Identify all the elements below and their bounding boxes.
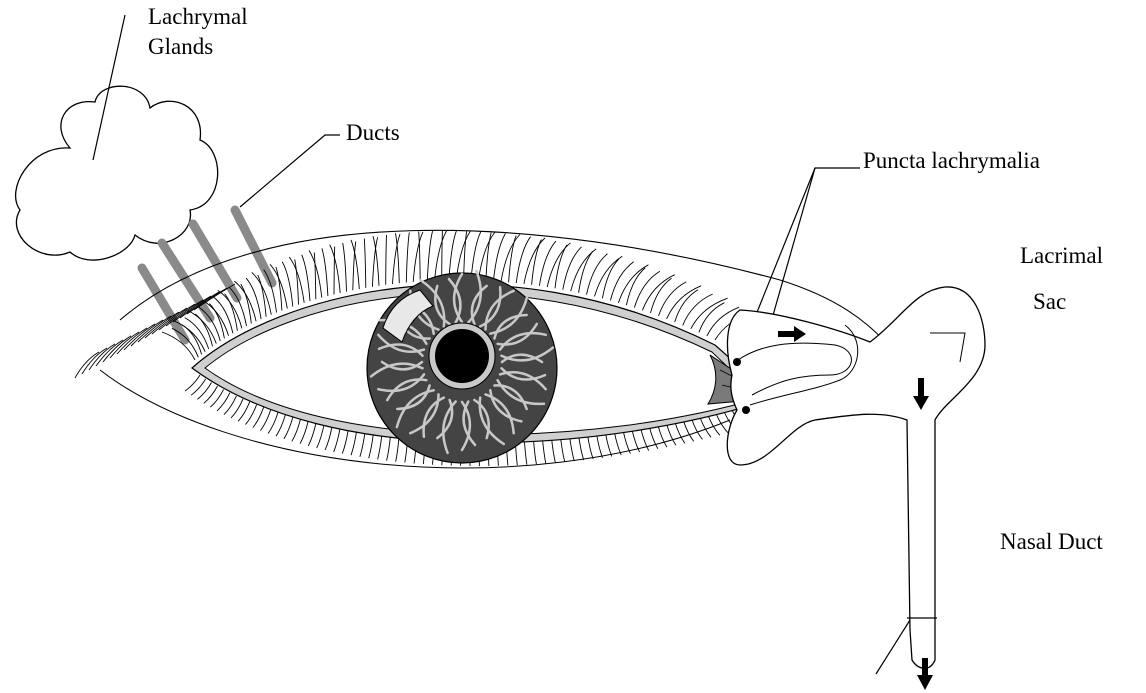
eyelash xyxy=(413,232,423,282)
eyelash xyxy=(110,332,139,358)
pupil xyxy=(435,329,489,383)
eyelash xyxy=(597,434,603,458)
lower-punctum xyxy=(742,406,750,414)
eyelash xyxy=(683,421,693,442)
eyelash xyxy=(282,262,293,307)
eyelash xyxy=(317,425,324,448)
eyelash xyxy=(602,259,619,299)
eyelash xyxy=(300,421,308,444)
eyelash xyxy=(131,320,163,346)
eyelash xyxy=(539,241,556,286)
eyelash xyxy=(360,432,365,457)
eyelash xyxy=(561,437,565,462)
eyelash xyxy=(570,436,575,461)
eyelash xyxy=(191,379,206,395)
eyelash xyxy=(579,436,584,461)
lacrimal-sac-outline xyxy=(727,287,985,668)
eyelash xyxy=(667,424,676,446)
nasal-duct-leader-line xyxy=(876,620,910,674)
sac-label-line2: Sac xyxy=(1033,289,1066,315)
eyelash xyxy=(295,259,299,304)
eyelash xyxy=(378,434,382,459)
eyelash xyxy=(210,389,223,407)
eyelash xyxy=(692,419,703,439)
eyelash xyxy=(555,245,567,289)
eyelash xyxy=(493,234,505,282)
upper-punctum xyxy=(733,358,741,366)
eyelash xyxy=(532,239,542,284)
eyelash xyxy=(579,251,593,293)
ducts-leader-line xyxy=(240,135,340,207)
eyelash xyxy=(542,438,545,463)
ducts-label: Ducts xyxy=(346,120,400,146)
eyelash xyxy=(369,433,374,458)
eyelash xyxy=(634,271,660,307)
eyelash xyxy=(406,233,409,283)
eyelash xyxy=(501,235,520,282)
eyelash xyxy=(204,386,218,403)
eyelash xyxy=(623,430,630,453)
eyelash xyxy=(260,410,270,431)
eyelash xyxy=(353,241,356,290)
eyelash xyxy=(292,419,301,441)
eyelash xyxy=(427,231,432,281)
eyelash xyxy=(231,399,243,418)
glands-label-line1: Lachrymal xyxy=(148,4,248,30)
eyelash xyxy=(334,428,340,452)
eyelash xyxy=(351,431,357,455)
eyelash xyxy=(197,383,211,400)
eyelash xyxy=(588,435,594,459)
eyelash xyxy=(552,438,556,463)
eyelash xyxy=(364,239,366,288)
eyelash xyxy=(185,375,200,391)
eyelash xyxy=(516,237,530,283)
lachrymal-gland xyxy=(16,86,218,260)
eyelash xyxy=(75,352,99,378)
eyelash xyxy=(396,233,400,283)
eyelash xyxy=(322,248,328,296)
eyelash xyxy=(442,231,443,281)
eyelash xyxy=(342,430,348,454)
eyelash xyxy=(563,247,582,290)
eyelash xyxy=(325,427,332,451)
nasal-duct-label: Nasal Duct xyxy=(1000,529,1103,555)
eyelash xyxy=(614,432,621,456)
eyelash xyxy=(675,422,685,443)
eyelash xyxy=(314,252,316,299)
eyelash xyxy=(334,247,335,295)
glands-label-line2: Glands xyxy=(148,34,213,60)
eyelash xyxy=(396,436,399,461)
eyelash xyxy=(605,433,611,457)
eyelash xyxy=(217,393,230,411)
duct xyxy=(235,210,272,283)
eyelash xyxy=(138,316,171,342)
eyelash xyxy=(386,235,387,285)
eyelash xyxy=(524,439,527,465)
eyelash xyxy=(387,435,391,460)
eyelash xyxy=(343,243,347,292)
eyelash xyxy=(276,415,285,437)
eyelash xyxy=(284,417,293,439)
puncta-label: Puncta lachrymalia xyxy=(863,148,1040,174)
eyelash xyxy=(435,231,447,281)
eyelash xyxy=(268,412,278,433)
sac-label-line1: Lacrimal xyxy=(1020,243,1103,269)
eyelash xyxy=(224,396,236,415)
eyelash xyxy=(509,235,516,282)
eyelash xyxy=(691,298,728,329)
eyelash xyxy=(533,439,536,465)
duct xyxy=(142,268,185,340)
eyelash xyxy=(308,423,316,446)
eyelash xyxy=(185,318,209,349)
